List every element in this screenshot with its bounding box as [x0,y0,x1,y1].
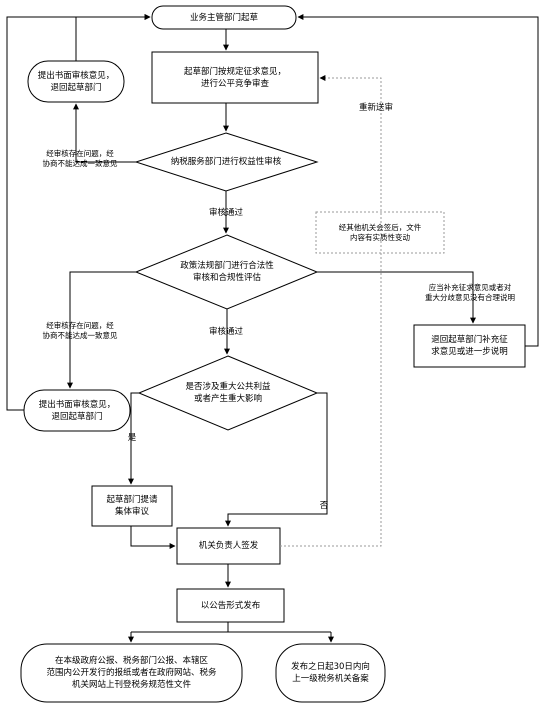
major-node [137,355,319,431]
edge-legal-return3 [317,271,476,324]
edge-legal-return2 [67,271,136,389]
edge-return1-start [75,14,151,61]
review1-node [134,132,319,192]
channels-node [20,643,243,703]
edge-review1-return1 [73,103,136,163]
collective-node [91,485,173,527]
edge-collective-sign [130,526,176,549]
return3-node [413,324,526,368]
start-node [151,5,297,30]
edge-return3-start [297,14,539,347]
return1-node [27,60,125,103]
sign-node [176,527,281,565]
edge-return2-start [6,14,151,411]
publish-node [176,588,285,623]
filing-node [275,643,386,703]
note-change-box [315,211,445,254]
edge-major-collective [128,392,139,485]
legal-node [134,234,319,310]
edge-sign-resubmit [280,75,382,547]
draft-node [151,51,319,104]
return2-node [23,389,131,432]
edge-major-sign [225,392,328,527]
